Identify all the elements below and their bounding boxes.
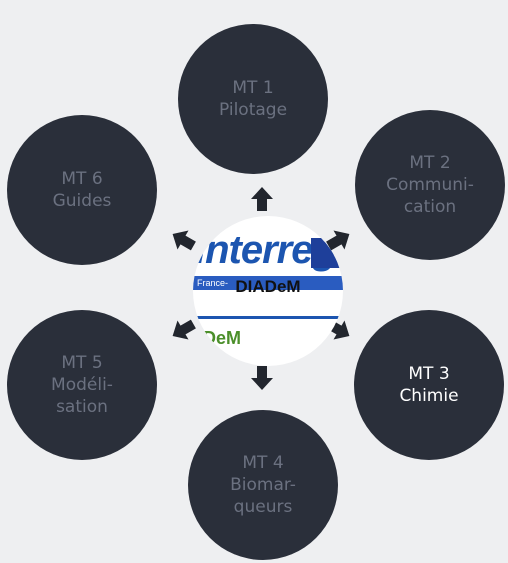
node-mt4-number: MT 4: [242, 453, 284, 473]
node-mt1-title: Pilotage: [218, 100, 288, 120]
node-mt5-title-2: sation: [56, 397, 108, 417]
node-mt3-number: MT 3: [408, 364, 450, 384]
node-mt4: MT 4 Biomar- queurs: [188, 410, 338, 560]
node-mt2-title-1: Communi-: [386, 175, 474, 195]
node-mt5: MT 5 Modéli- sation: [7, 310, 157, 460]
node-mt2-number: MT 2: [409, 153, 451, 173]
node-mt2-title-2: cation: [403, 197, 457, 217]
node-mt3-title: Chimie: [399, 386, 459, 406]
dem-logo-text: DeM: [203, 328, 242, 348]
node-mt2: MT 2 Communi- cation: [355, 110, 505, 260]
eu-flag-icon: [311, 238, 343, 268]
logo-band-text: France-: [197, 278, 229, 288]
node-mt6-title: Guides: [52, 191, 112, 211]
node-mt4-title-2: queurs: [233, 497, 293, 517]
node-mt3: MT 3 Chimie: [354, 310, 504, 460]
node-mt5-number: MT 5: [61, 353, 103, 373]
node-mt6-number: MT 6: [61, 169, 103, 189]
center-logo: interreg France- DIADeM DeM: [193, 216, 343, 366]
logo-band: [193, 276, 343, 290]
logo-divider: [193, 316, 343, 319]
node-mt1: MT 1 Pilotage: [178, 24, 328, 174]
center-label: DIADeM: [235, 277, 301, 296]
node-mt1-number: MT 1: [232, 78, 274, 98]
node-mt4-title-1: Biomar-: [230, 475, 296, 495]
node-mt6: MT 6 Guides: [7, 115, 157, 265]
node-mt5-title-1: Modéli-: [51, 375, 113, 395]
